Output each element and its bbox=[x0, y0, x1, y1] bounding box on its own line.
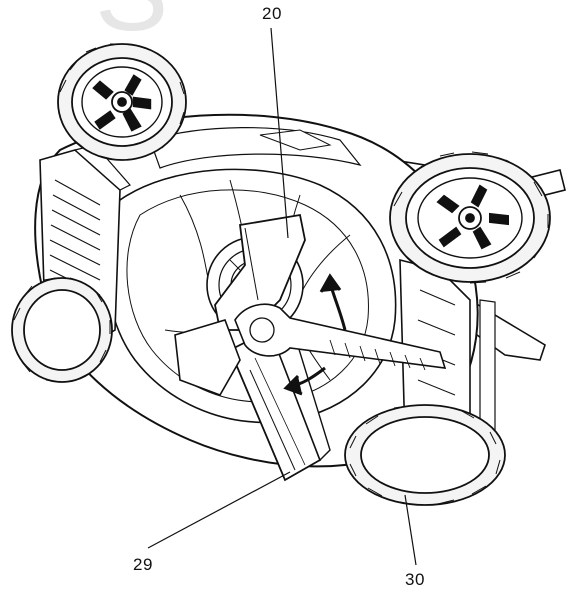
wheel-rear-bottom bbox=[11, 277, 113, 383]
wheel-front-top bbox=[389, 151, 551, 284]
callout-29: 29 bbox=[133, 555, 153, 574]
wheel-front-bottom bbox=[344, 404, 506, 506]
side-housing bbox=[174, 319, 241, 396]
leader-20 bbox=[270, 27, 289, 239]
leader-30 bbox=[404, 494, 417, 566]
leader-29 bbox=[147, 471, 291, 549]
leader-lines bbox=[147, 27, 417, 566]
wrench bbox=[234, 303, 447, 371]
wheel-rear-top bbox=[57, 43, 187, 161]
callout-30: 30 bbox=[405, 570, 425, 589]
rotation-arrows bbox=[283, 273, 347, 396]
callout-20: 20 bbox=[262, 4, 282, 23]
